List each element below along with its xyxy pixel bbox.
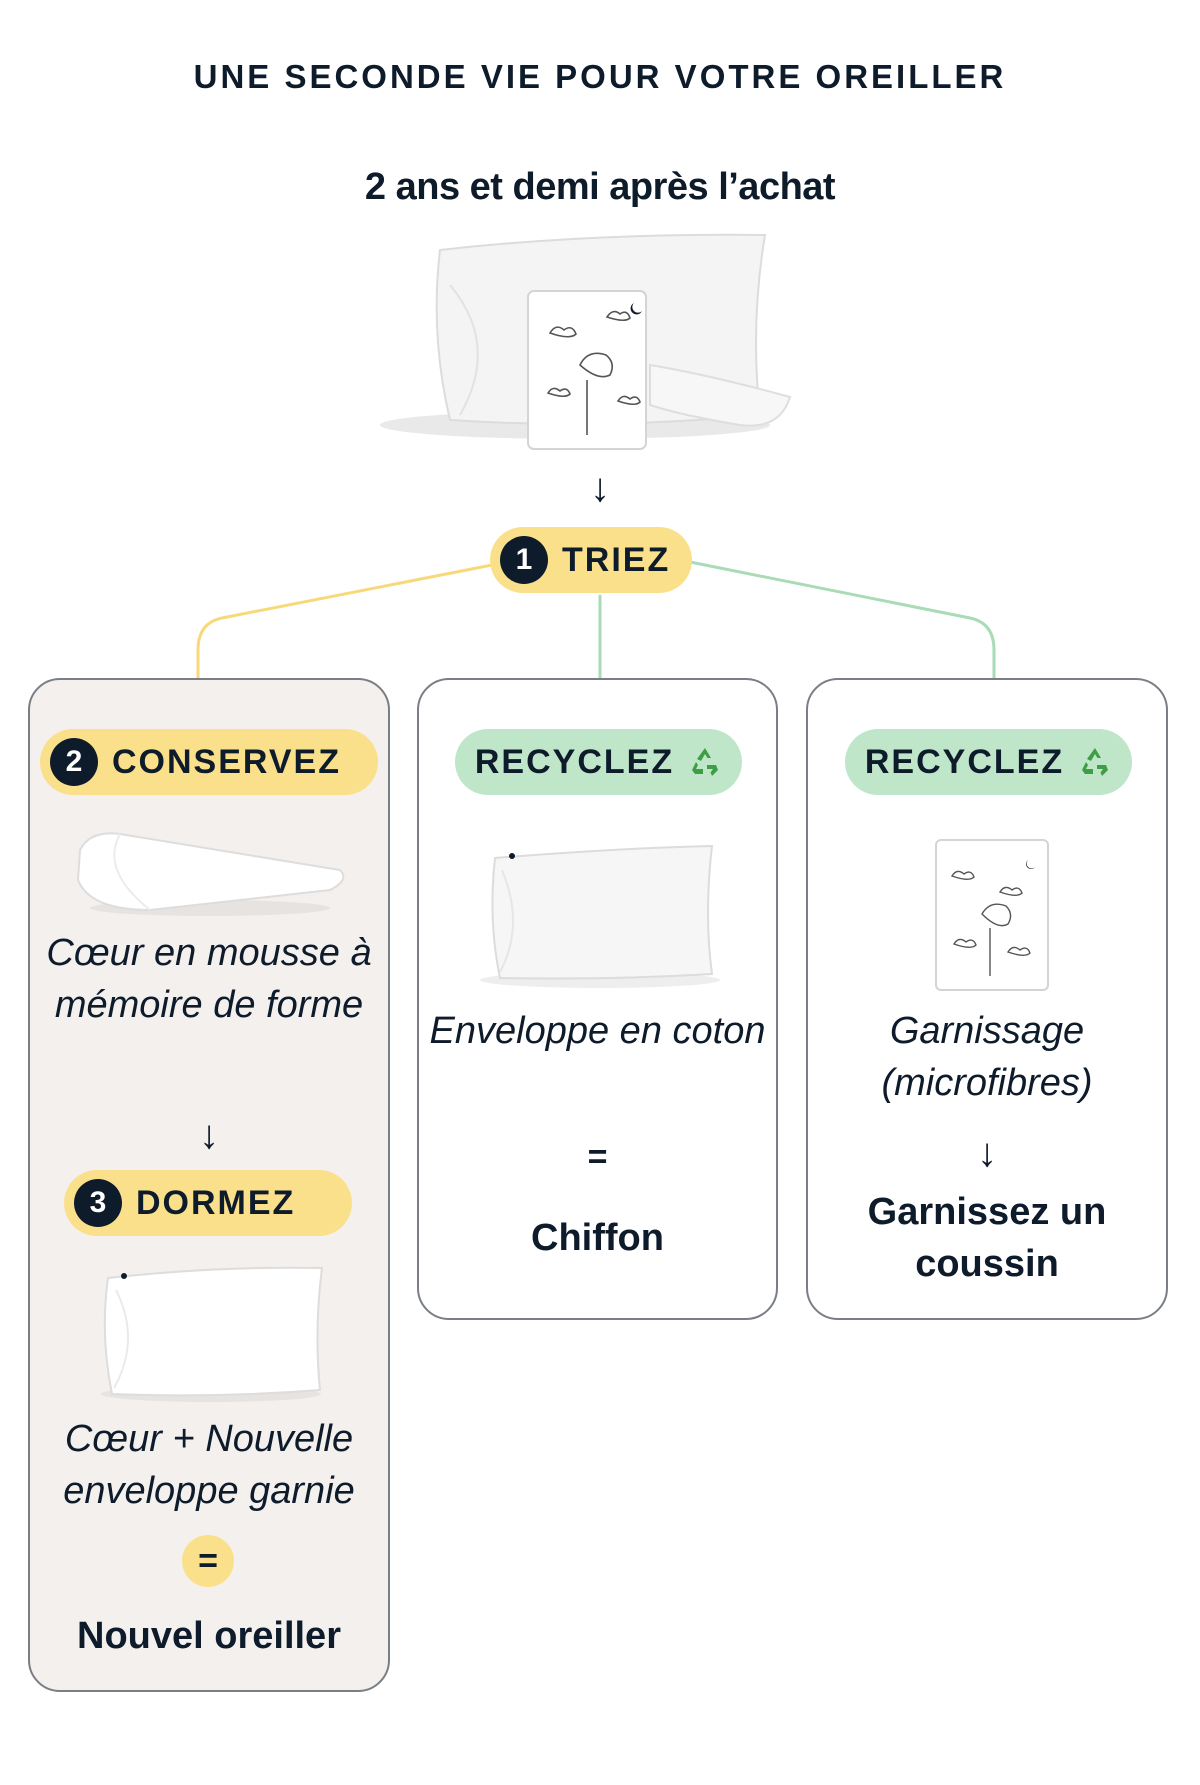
foam-core-caption: Cœur en mousse à mémoire de forme	[46, 932, 372, 1026]
down-arrow-icon: ↓	[590, 466, 610, 510]
new-pillow-image	[101, 1266, 324, 1402]
recycle-icon	[692, 748, 719, 776]
equals-sign: =	[587, 1138, 608, 1176]
cotton-envelope-caption: Enveloppe en coton	[429, 1010, 766, 1052]
page-subtitle: 2 ans et demi après l’achat	[364, 166, 836, 208]
down-arrow-icon: ↓	[977, 1131, 997, 1175]
page-title: UNE SECONDE VIE POUR VOTRE OREILLER	[193, 58, 1007, 95]
step-label: DORMEZ	[136, 1183, 296, 1222]
filling-caption: Garnissage (microfibres)	[881, 1010, 1093, 1104]
recycle-badge: RECYCLEZ	[845, 729, 1132, 795]
flow-connectors	[184, 560, 1008, 718]
step-2-conservez-badge: 2 CONSERVEZ	[40, 729, 378, 795]
microfibre-bag-image	[935, 839, 1049, 991]
recycle-label: RECYCLEZ	[864, 742, 1065, 781]
recycle-badge: RECYCLEZ	[455, 729, 742, 795]
new-pillow-caption: Cœur + Nouvelle enveloppe garnie	[63, 1418, 355, 1512]
down-arrow-icon: ↓	[199, 1113, 219, 1157]
recycle-icon	[1082, 748, 1109, 776]
step-number: 2	[50, 738, 98, 786]
recycle-label: RECYCLEZ	[474, 742, 675, 781]
step-label: TRIEZ	[562, 540, 671, 579]
step-number: 1	[500, 536, 548, 584]
step-1-triez-badge: 1 TRIEZ	[490, 527, 692, 593]
cotton-envelope-image	[480, 844, 720, 988]
chiffon-result: Chiffon	[531, 1217, 664, 1259]
pillow-set-image	[380, 233, 792, 450]
new-pillow-result: Nouvel oreiller	[77, 1615, 341, 1657]
equals-sign: =	[198, 1541, 218, 1580]
equals-badge: =	[182, 1535, 234, 1587]
foam-core-image	[76, 832, 345, 916]
step-number: 3	[74, 1179, 122, 1227]
cushion-result: Garnissez un coussin	[867, 1191, 1107, 1285]
step-3-dormez-badge: 3 DORMEZ	[64, 1170, 352, 1236]
step-label: CONSERVEZ	[112, 742, 341, 781]
